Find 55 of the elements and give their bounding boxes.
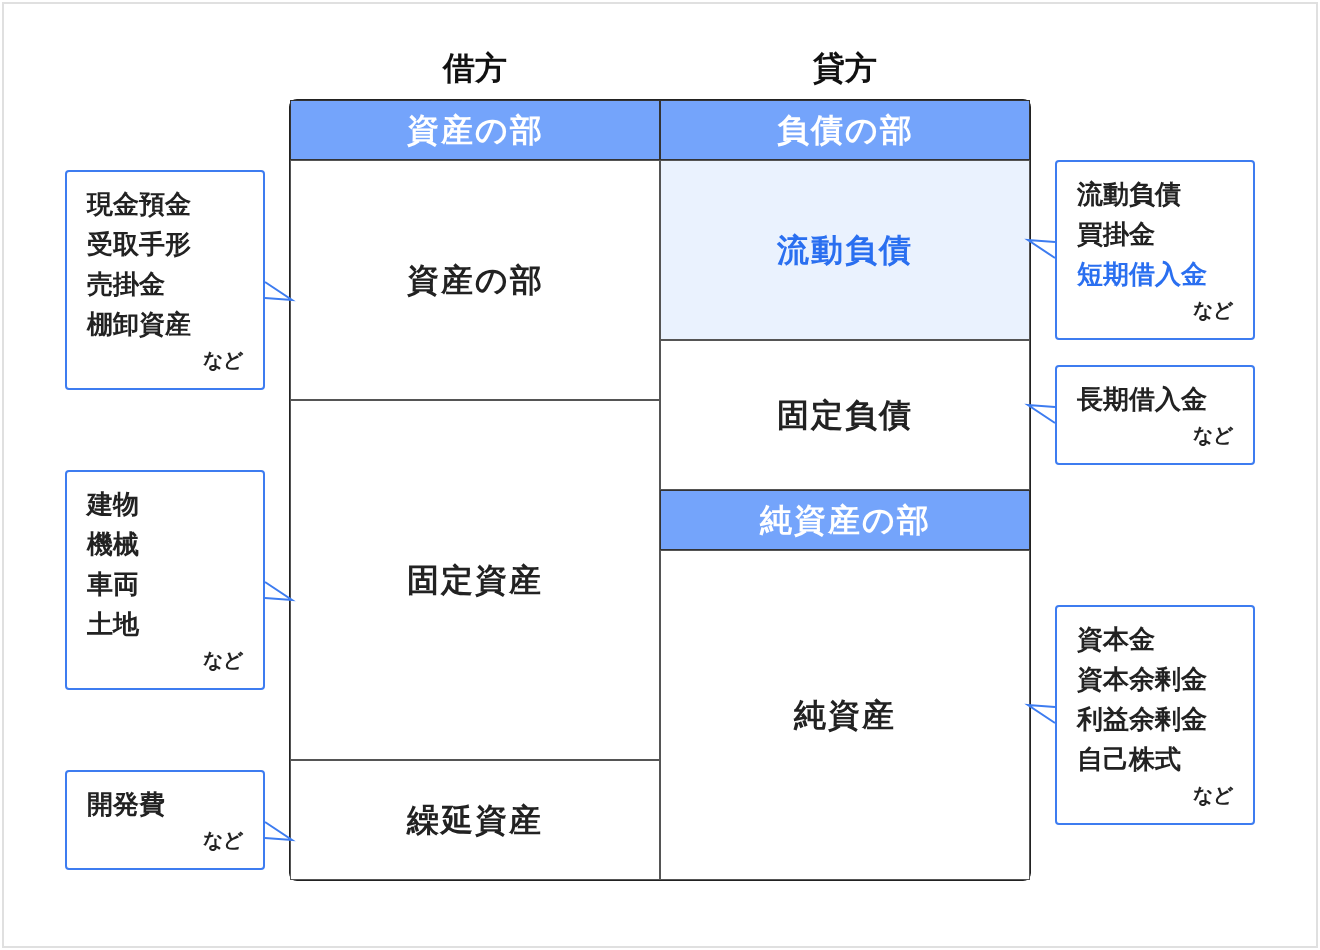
account-cell [290, 400, 660, 760]
account-cell [660, 340, 1030, 490]
callout-pointer [1024, 403, 1056, 424]
callout-pointer [264, 581, 296, 602]
account-item: 資本金 [1077, 623, 1156, 656]
callout-box [65, 170, 265, 390]
section-title: 純資産 [794, 695, 896, 736]
account-item: 開発費 [87, 788, 166, 821]
account-item: 建物 [87, 488, 140, 521]
callout-box [65, 470, 265, 690]
callout-pointer [1024, 703, 1056, 724]
section-title: 資産の部 [406, 260, 544, 301]
etc-note: など [203, 827, 243, 854]
section-title: 純資産の部 [759, 500, 931, 541]
account-item: 自己株式 [1077, 743, 1182, 776]
callout-pointer [264, 821, 296, 842]
callout-box [1055, 160, 1255, 340]
column-heading: 借方 [443, 48, 507, 89]
account-item: 車両 [87, 568, 140, 601]
callout-box [1055, 365, 1255, 465]
section-title: 固定資産 [407, 560, 543, 601]
callout-pointer [1024, 238, 1056, 259]
account-item: 棚卸資産 [87, 308, 192, 341]
section-title: 固定負債 [777, 395, 913, 436]
account-item: 売掛金 [87, 268, 166, 301]
etc-note: など [1193, 297, 1233, 324]
etc-note: など [203, 347, 243, 374]
account-cell [290, 760, 660, 880]
section-title: 流動負債 [777, 230, 913, 271]
account-item: 受取手形 [87, 228, 192, 261]
etc-note: など [1193, 422, 1233, 449]
section-header [660, 100, 1030, 160]
account-item: 利益余剰金 [1077, 703, 1208, 736]
section-header [290, 100, 660, 160]
callout-box [65, 770, 265, 870]
account-item: 土地 [87, 608, 140, 641]
account-cell [660, 160, 1030, 340]
account-cell [660, 550, 1030, 880]
etc-note: など [203, 647, 243, 674]
account-cell [290, 160, 660, 400]
account-item: 長期借入金 [1077, 383, 1208, 416]
account-item: 資本余剰金 [1077, 663, 1208, 696]
column-heading: 貸方 [813, 48, 877, 89]
section-title: 資産の部 [406, 110, 544, 151]
section-header [660, 490, 1030, 550]
callout-box [1055, 605, 1255, 825]
section-title: 負債の部 [776, 110, 914, 151]
account-item: 流動負債 [1077, 178, 1182, 211]
account-item: 短期借入金 [1077, 258, 1208, 291]
account-item: 買掛金 [1077, 218, 1156, 251]
section-title: 繰延資産 [407, 800, 543, 841]
account-item: 現金預金 [87, 188, 192, 221]
callout-pointer [264, 281, 296, 302]
account-item: 機械 [87, 528, 140, 561]
etc-note: など [1193, 782, 1233, 809]
